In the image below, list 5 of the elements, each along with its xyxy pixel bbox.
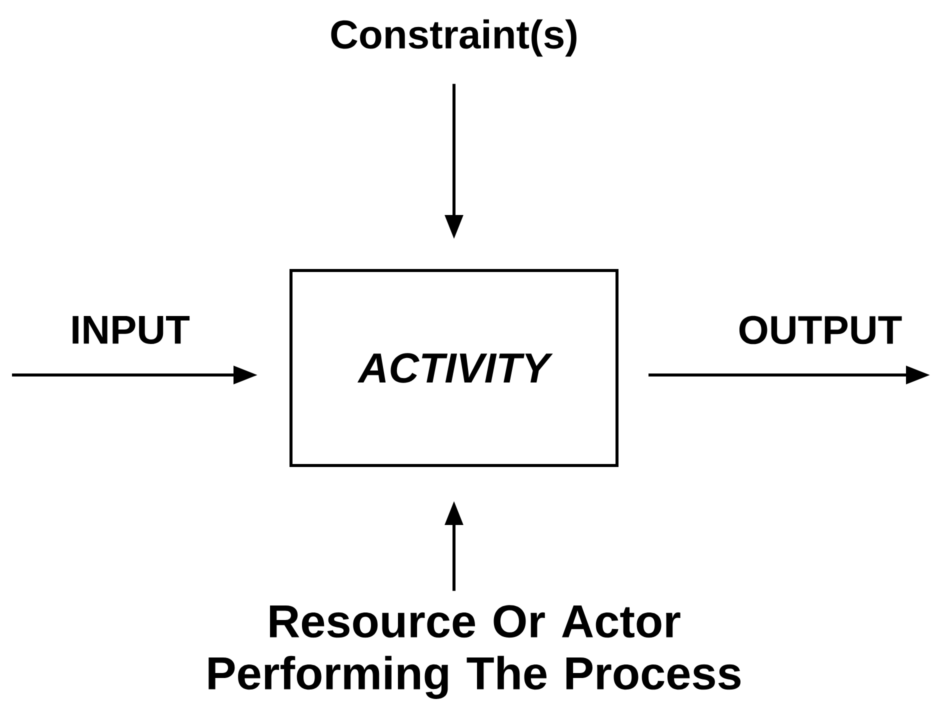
resource-label: Resource Or Actor Performing The Process xyxy=(208,605,740,699)
edge-label: INPUT xyxy=(68,314,192,346)
edge-label: OUTPUT xyxy=(736,314,904,346)
activity-box: ACTIVITY xyxy=(290,269,618,467)
constraint-label: Constraint(s) xyxy=(331,19,576,57)
